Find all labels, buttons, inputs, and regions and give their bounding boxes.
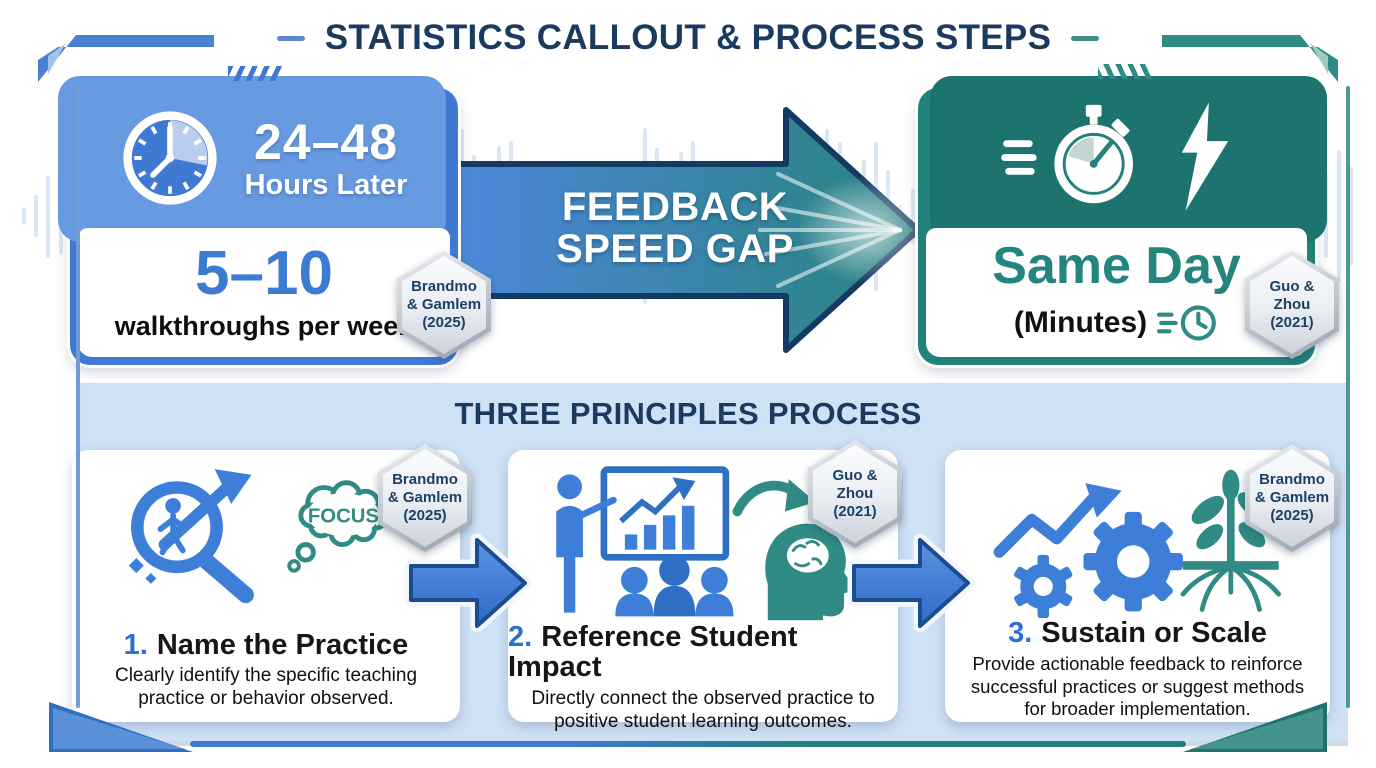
stat-left-value-label: walkthroughs per week bbox=[114, 311, 414, 341]
badge-line: Guo & bbox=[1269, 278, 1315, 296]
title-row: STATISTICS CALLOUT & PROCESS STEPS bbox=[0, 18, 1376, 58]
focus-cloud-label: FOCUS bbox=[308, 505, 379, 527]
gap-arrow-label-line1: FEEDBACK bbox=[561, 185, 789, 229]
presentation-audience-icon bbox=[556, 466, 856, 621]
stat-card-walkthrough-delay: 24–48 Hours Later 5–10 walkthroughs per … bbox=[58, 76, 491, 365]
badge-line: Brandmo bbox=[1259, 471, 1325, 489]
step2-icon-area bbox=[538, 462, 868, 624]
stat-right-body: Same Day (Minutes) bbox=[926, 228, 1307, 357]
speed-clock-icon bbox=[1157, 304, 1217, 341]
brain-head-icon bbox=[732, 479, 856, 621]
step-card-reference-student-impact: 2.Reference Student Impact Directly conn… bbox=[508, 440, 902, 732]
stat-card-right-header bbox=[918, 88, 1315, 228]
badge-line: Zhou bbox=[836, 485, 874, 503]
badge-line: (2025) bbox=[422, 313, 466, 331]
step1-icon-area: FOCUS bbox=[116, 462, 416, 632]
stat-left-hours: 24–48 bbox=[253, 113, 399, 170]
step-card-name-the-practice: FOCUS 1.Name the Practice Clearly identi… bbox=[72, 444, 472, 722]
step3-title: 3.Sustain or Scale bbox=[1008, 618, 1267, 648]
step3-description: Provide actionable feedback to reinforce… bbox=[970, 653, 1305, 719]
step-card-sustain-or-scale: 3.Sustain or Scale Provide actionable fe… bbox=[945, 444, 1339, 722]
badge-line: & Gamlem bbox=[406, 296, 482, 314]
step3-number: 3. bbox=[1008, 617, 1033, 649]
step1-title: 1.Name the Practice bbox=[124, 630, 409, 660]
citation-badge: Brandmo & Gamlem (2025) bbox=[1245, 444, 1339, 552]
step2-title: 2.Reference Student Impact bbox=[508, 622, 898, 683]
process-heading: THREE PRINCIPLES PROCESS bbox=[454, 396, 922, 431]
page-title: STATISTICS CALLOUT & PROCESS STEPS bbox=[324, 18, 1052, 57]
frame-edge-left bbox=[76, 86, 80, 708]
citation-badge: Brandmo & Gamlem (2025) bbox=[397, 251, 491, 359]
title-dash-right bbox=[1071, 35, 1100, 41]
citation-badge: Brandmo & Gamlem (2025) bbox=[378, 444, 472, 552]
step2-title-text: Reference Student Impact bbox=[508, 621, 798, 684]
badge-line: (2021) bbox=[833, 502, 877, 520]
step1-number: 1. bbox=[123, 629, 148, 661]
step1-description: Clearly identify the specific teaching p… bbox=[114, 665, 418, 710]
stat-right-value: Same Day bbox=[992, 236, 1241, 295]
badge-line: & Gamlem bbox=[387, 489, 463, 507]
stat-left-body: 5–10 walkthroughs per week bbox=[78, 228, 450, 357]
hatch-marks-left bbox=[228, 66, 282, 81]
stat-left-header-text: 24–48 Hours Later bbox=[245, 117, 408, 200]
stat-card-same-day: Same Day (Minutes) Guo & Zhou (2021) bbox=[918, 76, 1339, 365]
badge-line: (2025) bbox=[1270, 506, 1314, 524]
badge-line: Guo & bbox=[832, 467, 878, 485]
badge-line: Zhou bbox=[1273, 296, 1311, 314]
citation-badge: Guo & Zhou (2021) bbox=[808, 440, 902, 548]
step2-description: Directly connect the observed practice t… bbox=[531, 687, 875, 732]
stopwatch-icon bbox=[1000, 104, 1133, 204]
magnifier-person-icon: FOCUS bbox=[128, 469, 389, 604]
clock-icon bbox=[122, 111, 217, 205]
title-dash-left bbox=[276, 35, 305, 41]
badge-line: Brandmo bbox=[411, 278, 477, 296]
gap-arrow-label: FEEDBACK SPEED GAP bbox=[505, 186, 845, 270]
gap-arrow-label-line2: SPEED GAP bbox=[556, 227, 794, 271]
step1-title-text: Name the Practice bbox=[156, 629, 409, 661]
minutes-row: (Minutes) bbox=[1014, 300, 1219, 346]
small-gear-icon bbox=[1013, 554, 1072, 618]
hatch-marks-right bbox=[1098, 64, 1152, 79]
step-arrow-2 bbox=[847, 533, 975, 633]
badge-line: (2021) bbox=[1270, 313, 1314, 331]
eq-bar bbox=[34, 195, 39, 237]
eq-bar bbox=[46, 174, 51, 258]
stat-left-hours-label: Hours Later bbox=[244, 168, 408, 201]
stat-left-value: 5–10 bbox=[195, 239, 333, 308]
step2-number: 2. bbox=[508, 621, 533, 653]
corner-frame-top-left bbox=[38, 35, 214, 82]
focus-cloud-icon: FOCUS bbox=[287, 480, 389, 573]
citation-badge: Guo & Zhou (2021) bbox=[1245, 251, 1339, 359]
step-arrow-1 bbox=[404, 533, 532, 633]
badge-line: Brandmo bbox=[392, 471, 458, 489]
step3-title-text: Sustain or Scale bbox=[1041, 617, 1267, 649]
bottom-accent-line bbox=[190, 741, 1186, 747]
stat-card-left-header: 24–48 Hours Later bbox=[70, 88, 458, 228]
frame-edge-right bbox=[1346, 86, 1350, 708]
badge-line: & Gamlem bbox=[1254, 489, 1330, 507]
lightning-bolt-icon bbox=[1181, 102, 1228, 211]
stat-right-value-label: (Minutes) bbox=[1013, 305, 1148, 339]
corner-frame-top-right bbox=[1162, 35, 1338, 82]
gap-arrow bbox=[451, 107, 928, 353]
big-gear-icon bbox=[1082, 511, 1183, 611]
badge-line: (2025) bbox=[403, 506, 447, 524]
eq-bar bbox=[22, 208, 26, 224]
